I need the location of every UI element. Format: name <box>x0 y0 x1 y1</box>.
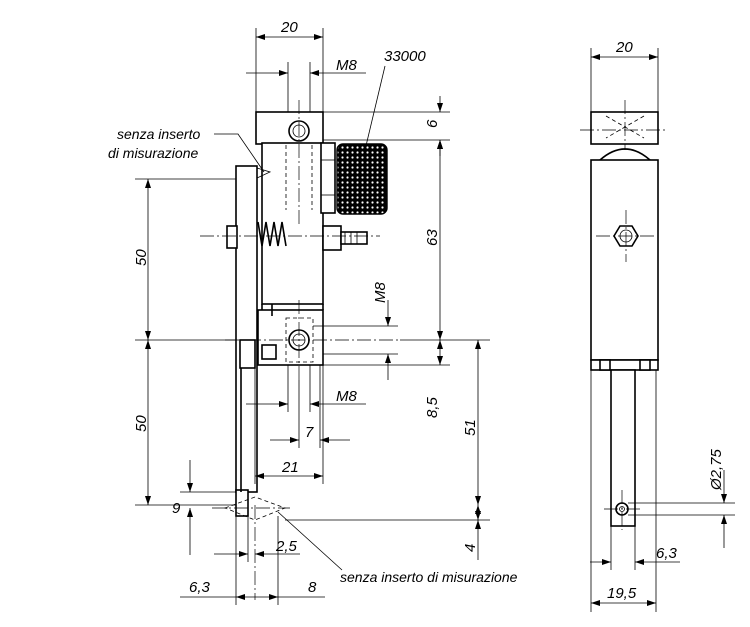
front-body <box>261 142 324 305</box>
note-no-insert-top-line2: di misurazione <box>108 145 198 161</box>
dim-19-5: 19,5 <box>607 585 637 602</box>
dim-front-width-top: 20 <box>280 19 298 36</box>
side-top-block <box>590 111 659 145</box>
dim-8-bottom: 8 <box>308 579 317 596</box>
adjust-screw-nut <box>322 225 342 251</box>
dim-2-5: 2,5 <box>275 538 298 555</box>
side-body <box>590 159 659 361</box>
dim-left-50-lower: 50 <box>133 415 150 432</box>
dim-21: 21 <box>281 459 299 476</box>
front-tip <box>235 489 249 517</box>
hex-nut <box>320 142 336 214</box>
label-part-number: 33000 <box>384 48 426 65</box>
knurled-knob <box>336 143 388 215</box>
dim-top-6: 6 <box>424 119 441 128</box>
dim-diameter-2-75: Ø2,75 <box>708 448 725 491</box>
spring-nut-left <box>226 225 238 249</box>
front-arm-block <box>239 339 256 369</box>
dim-51: 51 <box>462 419 479 436</box>
side-view <box>580 100 668 530</box>
front-arm-nut <box>261 344 277 360</box>
dim-left-50-upper: 50 <box>133 249 150 266</box>
dim-6-3-front: 6,3 <box>189 579 211 596</box>
front-dimensions: 20 M8 33000 6 63 50 50 senza inserto di … <box>108 19 518 605</box>
dim-side-width-top: 20 <box>615 39 633 56</box>
spring <box>257 221 287 247</box>
dim-7: 7 <box>305 424 314 441</box>
side-hex-bolt <box>613 225 639 247</box>
front-arm <box>235 165 258 493</box>
dim-thread-top: M8 <box>336 57 357 74</box>
front-view <box>200 100 400 600</box>
note-no-insert-top-line1: senza inserto <box>117 126 200 142</box>
dim-thread-mid-horizontal: M8 <box>336 388 357 405</box>
dim-6-3-side: 6,3 <box>656 545 678 562</box>
dim-8-5: 8,5 <box>424 396 441 418</box>
note-no-insert-bottom: senza inserto di misurazione <box>340 569 518 585</box>
dim-9: 9 <box>172 500 181 517</box>
dim-height-63: 63 <box>424 229 441 246</box>
dim-4: 4 <box>462 544 479 552</box>
side-dimensions: 20 Ø2,75 6,3 19,5 <box>590 39 735 612</box>
side-stem <box>610 369 636 527</box>
dim-thread-mid-vertical: M8 <box>372 282 389 303</box>
adjust-screw <box>340 231 368 245</box>
